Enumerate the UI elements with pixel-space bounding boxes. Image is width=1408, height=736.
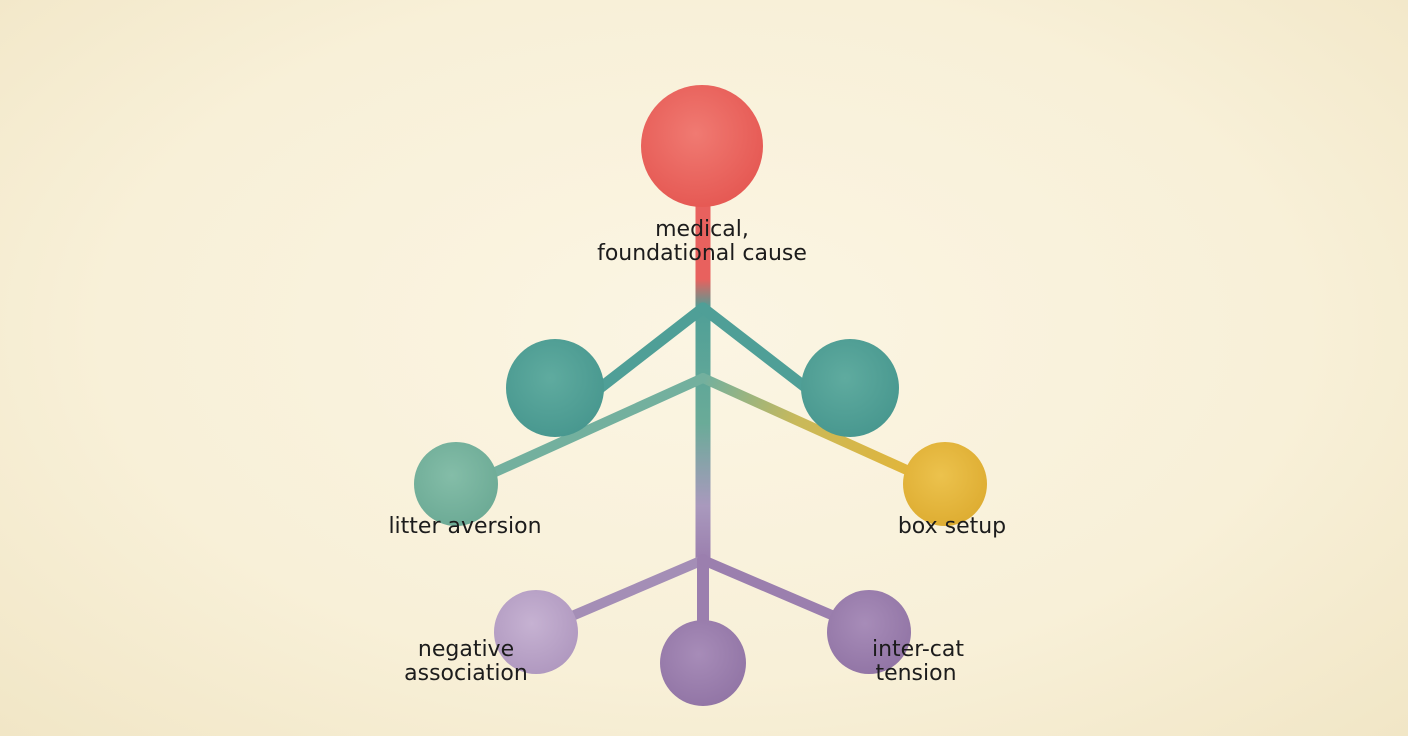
edge-litter [477,373,708,483]
node-right-inner [801,339,899,437]
intercat-label-line2: tension [875,661,956,686]
edge-box [698,373,925,481]
root-label-line1: medical, [655,217,749,242]
edge-intercat [698,555,853,627]
node-negative [494,590,578,674]
box-label: box setup [898,514,1006,539]
intercat-label-line1: inter-cat [872,637,964,662]
negative-label-line1: negative [418,637,514,662]
node-bottom-center [660,620,746,706]
edge-negative [553,555,708,627]
root-label-line2: foundational cause [597,241,807,266]
node-litter [414,442,498,526]
node-left-inner [506,339,604,437]
nodes [414,85,987,706]
node-intercat [827,590,911,674]
litter-label: litter aversion [388,514,541,539]
labels: medical, foundational cause litter avers… [388,217,1006,686]
edges [477,192,925,646]
negative-label-line2: association [404,661,528,686]
node-box [903,442,987,526]
node-root [641,85,763,207]
